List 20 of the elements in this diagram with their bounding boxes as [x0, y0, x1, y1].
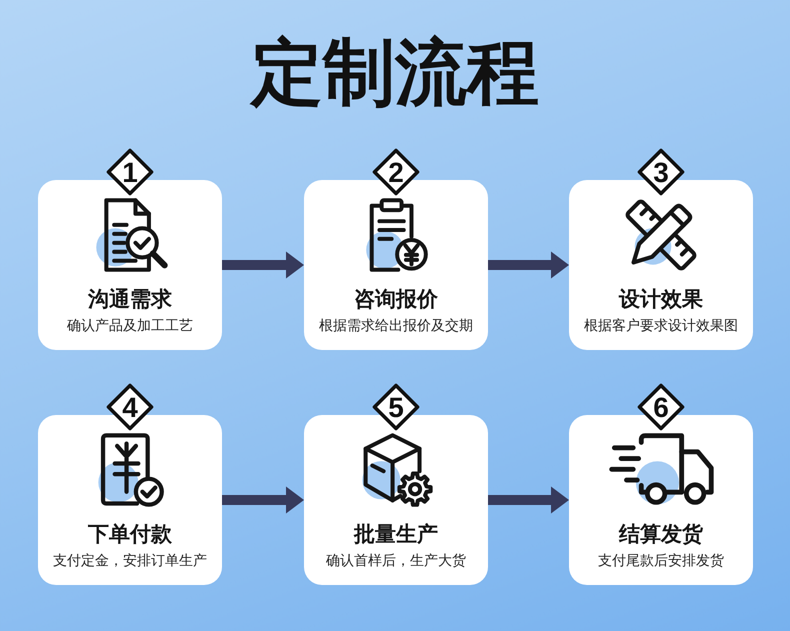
step-title: 批量生产 [354, 521, 438, 547]
step-description: 支付尾款后安排发货 [598, 552, 724, 570]
step-description: 根据客户要求设计效果图 [584, 317, 738, 335]
arrow [222, 486, 304, 514]
step-title: 咨询报价 [354, 286, 438, 312]
arrow [222, 252, 304, 278]
step-title: 设计效果 [619, 286, 703, 312]
step-description: 根据需求给出报价及交期 [319, 317, 473, 335]
step-card [304, 180, 488, 350]
step-card [38, 415, 222, 585]
arrow [488, 252, 569, 278]
step-title: 下单付款 [88, 521, 172, 547]
title: 定制流程 [251, 32, 539, 112]
step-card [38, 180, 222, 350]
arrow [488, 486, 569, 514]
step-description: 确认产品及加工工艺 [67, 317, 193, 335]
step-description: 支付定金，安排订单生产 [53, 552, 207, 570]
step-title: 沟通需求 [88, 286, 172, 312]
step-description: 确认首样后，生产大货 [326, 552, 466, 570]
step-title: 结算发货 [619, 521, 703, 547]
